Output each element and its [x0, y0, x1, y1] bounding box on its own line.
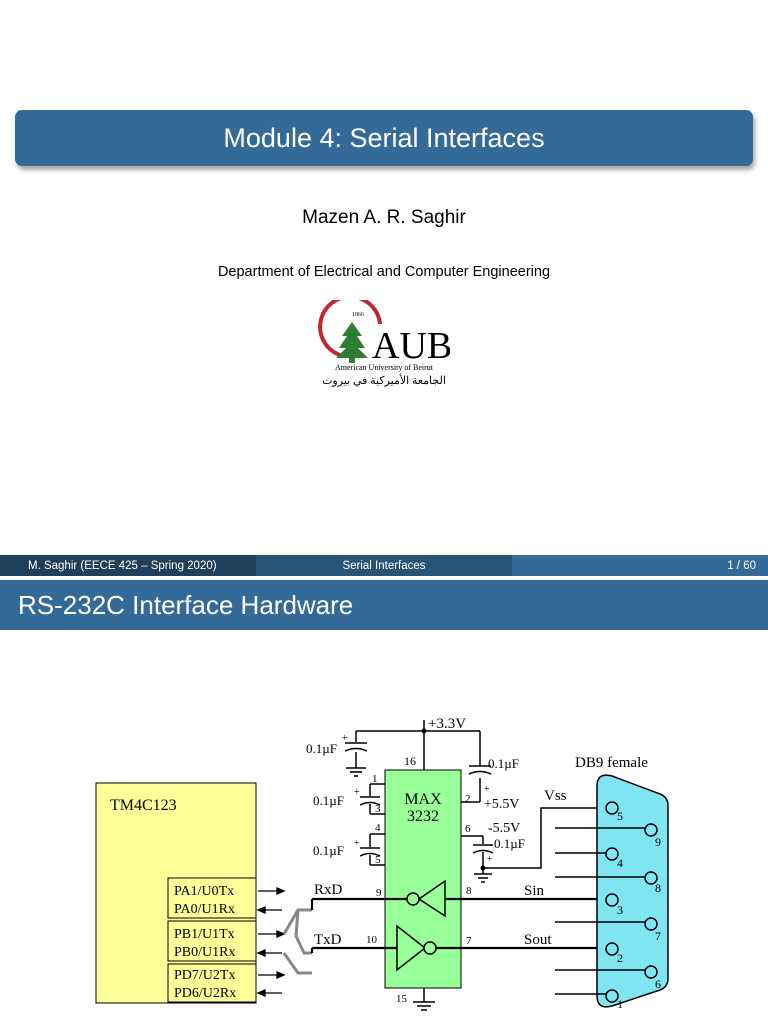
title-slide: Module 4: Serial Interfaces Mazen A. R. …: [15, 110, 753, 387]
cap-label-c5: 0.1µF: [494, 836, 525, 851]
pin-9: 9: [376, 887, 382, 899]
pin-box-uart0: [167, 877, 257, 919]
db9-pin-8: 8: [655, 881, 661, 895]
signal-wires: [310, 897, 608, 953]
vss-label: Vss: [544, 788, 567, 804]
capacitor-c1: [344, 742, 368, 777]
pin-16: 16: [404, 754, 416, 768]
pin-1: 1: [372, 773, 378, 785]
sout-label: Sout: [524, 932, 552, 948]
pin-label-pa1: PA1/U0Tx: [174, 884, 234, 899]
supply-label: +3.3V: [428, 716, 466, 732]
aub-logo-year: 1866: [352, 312, 364, 318]
slide-title-box: Module 4: Serial Interfaces: [15, 110, 753, 166]
crossover-wires: [282, 908, 312, 975]
supply-wiring: [355, 730, 481, 803]
pin-10: 10: [366, 934, 378, 946]
slide-title: Module 4: Serial Interfaces: [223, 122, 545, 153]
pin-8: 8: [466, 885, 472, 897]
db9-pin-4: 4: [617, 856, 623, 870]
db9-pin-1: 1: [617, 997, 623, 1011]
aub-logo-caption: American University of Beirut: [335, 363, 434, 372]
footer-page-number: 1 / 60: [512, 555, 768, 576]
pin-box-uart2: [167, 963, 257, 1003]
footer-author: M. Saghir (EECE 425 – Spring 2020): [0, 555, 256, 576]
plus-5v-label: +5.5V: [484, 797, 520, 812]
pin-label-pb0: PB0/U1Rx: [174, 945, 235, 960]
capacitor-c3: [359, 783, 385, 815]
pin-15: 15: [396, 993, 408, 1005]
ground-symbol: [413, 988, 435, 1011]
db9-pin-2: 2: [617, 951, 623, 965]
mcu-label: TM4C123: [110, 797, 177, 814]
db9-pin-9: 9: [655, 835, 661, 849]
slide-footer: M. Saghir (EECE 425 – Spring 2020) Seria…: [0, 555, 768, 576]
chip-label-2: 3232: [407, 808, 439, 825]
pin-arrows: [256, 887, 286, 997]
chip-label-1: MAX: [404, 791, 442, 808]
pin-label-pa0: PA0/U1Rx: [174, 902, 235, 917]
pin-4: 4: [375, 822, 381, 834]
cap-label-c3: 0.1µF: [313, 793, 344, 808]
pin-label-pb1: PB1/U1Tx: [174, 927, 235, 942]
svg-text:+: +: [354, 787, 360, 798]
txd-label: TxD: [314, 932, 342, 948]
rs232-circuit-diagram: TM4C123 PA1/U0Tx PA0/U1Rx PB1/U1Tx PB0/U…: [95, 716, 669, 1011]
svg-text:+: +: [354, 838, 360, 849]
vss-wire: [483, 807, 608, 869]
svg-text:+: +: [487, 854, 493, 865]
cap-label-c2: 0.1µF: [488, 756, 519, 771]
capacitor-c2: [468, 765, 492, 775]
db9-pin-7: 7: [655, 929, 661, 943]
pin-6: 6: [465, 823, 471, 835]
pin-label-pd6: PD6/U2Rx: [174, 986, 236, 1001]
sin-label: Sin: [524, 883, 545, 899]
db9-pin-5: 5: [617, 809, 623, 823]
db9-label: DB9 female: [575, 755, 648, 771]
author-name: Mazen A. R. Saghir: [302, 207, 466, 228]
db9-pin-6: 6: [655, 977, 661, 991]
aub-logo: 1866 AUB American University of Beirut ا…: [318, 300, 450, 387]
rxd-label: RxD: [314, 882, 343, 898]
cap-label-c4: 0.1µF: [313, 843, 344, 858]
pin-7: 7: [466, 935, 472, 947]
pin-3: 3: [375, 803, 381, 815]
department-name: Department of Electrical and Computer En…: [217, 264, 551, 280]
db9-pin-wires: [555, 827, 645, 995]
aub-logo-name: AUB: [372, 325, 450, 367]
pin-label-pd7: PD7/U2Tx: [174, 968, 235, 983]
content-slide: RS-232C Interface Hardware TM4C123 PA1/U…: [0, 576, 768, 1024]
svg-text:+: +: [484, 784, 490, 795]
pin-5: 5: [375, 854, 381, 866]
db9-pin-3: 3: [617, 903, 623, 917]
aub-logo-arabic: الجامعة الأميركية في بيروت: [322, 373, 446, 387]
footer-section: Serial Interfaces: [256, 555, 512, 576]
cap-label-c1: 0.1µF: [306, 741, 337, 756]
svg-text:+: +: [342, 733, 348, 744]
pin-2: 2: [465, 793, 471, 805]
frame-title: RS-232C Interface Hardware: [0, 580, 768, 630]
capacitor-c4: [359, 833, 385, 866]
pin-box-uart1: [167, 920, 257, 962]
minus-5v-label: -5.5V: [488, 821, 520, 836]
db9-pins: [605, 801, 658, 1003]
